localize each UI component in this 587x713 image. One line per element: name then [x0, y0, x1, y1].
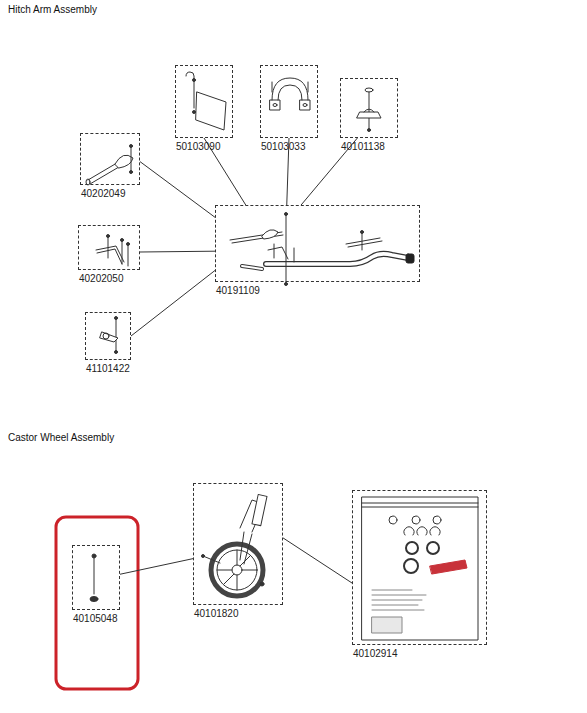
- part-box: 40101820: [193, 483, 283, 605]
- part-box: 40202050: [78, 225, 140, 270]
- part-number: 40102914: [353, 648, 398, 660]
- part-number: 40105048: [73, 613, 118, 625]
- pin-with-tag: [186, 72, 226, 130]
- part-number: 40202050: [79, 273, 124, 285]
- part-number: 50103090: [176, 141, 221, 153]
- part-box: 40202049: [80, 133, 140, 185]
- leader-line: [140, 162, 215, 218]
- diagram-title: Hitch Arm Assembly: [8, 4, 97, 16]
- bolt-and-clip: [357, 88, 381, 132]
- clamp-bracket: [270, 78, 310, 110]
- hitch-arm: [230, 213, 414, 286]
- part-number: 40202049: [81, 188, 126, 200]
- part-number: 50103033: [261, 141, 306, 153]
- highlight-frame: [56, 517, 138, 689]
- bolt-with-plate: [100, 317, 118, 354]
- part-box: 40101138: [340, 78, 398, 138]
- leader-line: [283, 538, 352, 583]
- bracket-with-bolts: [96, 235, 130, 267]
- rod-with-disk: [86, 145, 133, 186]
- part-number: 40101820: [194, 608, 239, 620]
- part-box: 50103033: [260, 65, 318, 138]
- leader-line: [120, 559, 193, 575]
- part-number: 41101422: [86, 363, 130, 375]
- part-box: 41101422: [85, 312, 131, 360]
- castor-wheel: [202, 494, 268, 596]
- section-heading: Castor Wheel Assembly: [8, 432, 114, 444]
- part-number: 40191109: [216, 285, 260, 297]
- part-number: 40101138: [341, 141, 385, 153]
- parts-bag: [362, 497, 478, 640]
- axle-bolt: [90, 554, 98, 602]
- leader-line: [131, 270, 215, 336]
- part-box: 40105048: [72, 545, 120, 610]
- part-box: 50103090: [175, 65, 233, 138]
- part-box: 40191109: [215, 205, 420, 282]
- leader-line: [140, 251, 215, 253]
- part-box: 40102914: [352, 490, 487, 645]
